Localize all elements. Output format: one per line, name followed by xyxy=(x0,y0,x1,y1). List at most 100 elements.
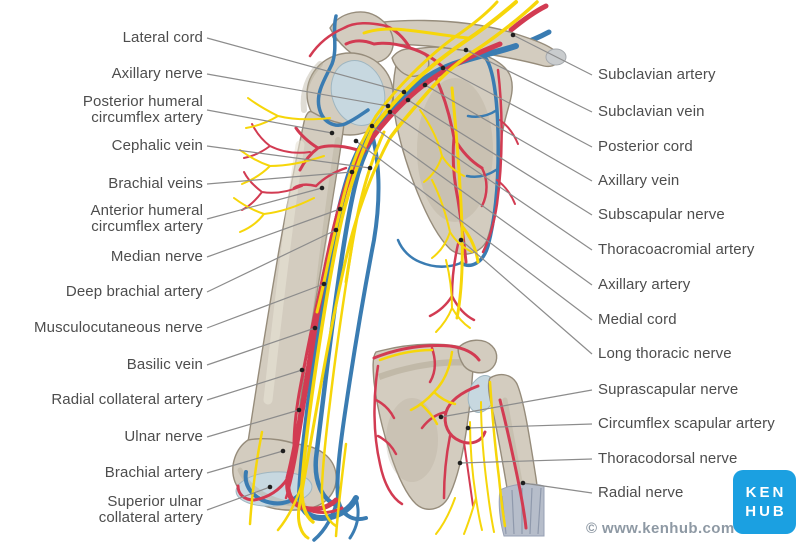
label-anterior-humeral-circumflex-artery: Anterior humeral circumflex artery xyxy=(90,202,203,235)
logo-line2: HUB xyxy=(745,503,787,520)
leader-dot-posterior-humeral-circumflex-artery xyxy=(329,130,335,136)
inset-suprascapular-nerve xyxy=(409,350,457,426)
label-medial-cord: Medial cord xyxy=(598,311,677,328)
leader-dot-thoracoacromial-artery xyxy=(387,109,393,115)
leader-dot-ulnar-nerve xyxy=(296,407,302,413)
label-basilic-vein: Basilic vein xyxy=(126,356,203,373)
posterior-cord xyxy=(388,0,539,140)
leader-dot-median-nerve xyxy=(337,206,343,212)
leader-dot-subclavian-artery xyxy=(510,32,516,38)
nerves xyxy=(233,0,539,540)
label-deep-brachial-artery: Deep brachial artery xyxy=(65,283,203,300)
logo-line1: KEN xyxy=(745,484,787,501)
posterior-humeral-circumflex-artery xyxy=(294,126,360,172)
label-thoracodorsal-nerve: Thoracodorsal nerve xyxy=(598,450,738,467)
label-brachial-veins: Brachial veins xyxy=(108,175,203,192)
label-axillary-nerve: Axillary nerve xyxy=(111,65,203,82)
label-radial-nerve: Radial nerve xyxy=(598,484,684,501)
leader-dot-subscapular-nerve xyxy=(405,97,411,103)
label-subscapular-nerve: Subscapular nerve xyxy=(598,206,725,223)
leader-radial-collateral-artery xyxy=(206,369,303,401)
leader-anterior-humeral-circumflex-artery xyxy=(206,187,323,220)
leader-subclavian-artery xyxy=(512,34,593,76)
scapular-border-artery xyxy=(481,68,503,254)
leader-dot-brachial-veins xyxy=(349,169,355,175)
leader-dot-suprascapular-nerve xyxy=(438,414,444,420)
lateral-cord xyxy=(370,0,518,132)
label-ulnar-nerve: Ulnar nerve xyxy=(124,428,203,445)
leader-median-nerve xyxy=(206,208,341,258)
label-radial-collateral-artery: Radial collateral artery xyxy=(51,391,203,408)
leader-deep-brachial-artery xyxy=(206,229,337,293)
leader-lateral-cord xyxy=(206,37,405,93)
leader-subclavian-vein xyxy=(465,49,593,113)
label-suprascapular-nerve: Suprascapular nerve xyxy=(598,381,739,398)
leader-dot-long-thoracic-nerve xyxy=(458,237,464,243)
leader-lines xyxy=(206,32,593,511)
leader-brachial-artery xyxy=(206,450,284,474)
leader-axillary-nerve xyxy=(206,73,389,107)
inset-arteries xyxy=(372,344,528,530)
leader-dot-anterior-humeral-circumflex-artery xyxy=(319,185,325,191)
label-subclavian-artery: Subclavian artery xyxy=(598,66,716,83)
label-circumflex-scapular-artery: Circumflex scapular artery xyxy=(598,415,775,432)
suprascapular-nerve-main xyxy=(362,27,470,40)
label-subclavian-vein: Subclavian vein xyxy=(598,103,705,120)
inset-illustration xyxy=(372,339,545,537)
leader-dot-radial-nerve xyxy=(520,480,526,486)
inset-radial-nerve xyxy=(488,380,507,528)
subclavian-artery-segment xyxy=(508,3,549,33)
leader-dot-brachial-artery xyxy=(280,448,286,454)
leader-dot-axillary-vein xyxy=(422,82,428,88)
watermark: © www.kenhub.com xyxy=(586,520,735,537)
inset-nerves xyxy=(378,348,507,535)
leader-dot-posterior-cord xyxy=(440,65,446,71)
medial-cord xyxy=(374,0,499,118)
leader-posterior-cord xyxy=(442,67,593,148)
leader-dot-deep-brachial-artery xyxy=(333,227,339,233)
leader-dot-superior-ulnar-collateral-artery xyxy=(267,484,273,490)
leader-dot-lateral-cord xyxy=(401,89,407,95)
label-median-nerve: Median nerve xyxy=(110,248,203,265)
inset-suprascapular-artery xyxy=(372,344,481,362)
label-cephalic-vein: Cephalic vein xyxy=(111,137,203,154)
leader-dot-basilic-vein xyxy=(312,325,318,331)
scapular-spine xyxy=(378,359,470,380)
superior-ulnar-collateral-artery xyxy=(284,298,322,500)
leader-posterior-humeral-circumflex-artery xyxy=(206,109,333,134)
leader-dot-subclavian-vein xyxy=(463,47,469,53)
anterior-humeral-circumflex-artery xyxy=(292,166,348,190)
leader-basilic-vein xyxy=(206,327,316,366)
leader-dot-radial-collateral-artery xyxy=(299,367,305,373)
leader-ulnar-nerve xyxy=(206,409,300,438)
inset-shading xyxy=(386,398,438,482)
leader-dot-axillary-artery xyxy=(369,123,375,129)
leader-dot-musculocutaneous-nerve xyxy=(321,281,327,287)
leader-cephalic-vein xyxy=(206,145,371,169)
leader-thoracodorsal-nerve xyxy=(459,458,593,464)
leader-dot-cephalic-vein xyxy=(367,165,373,171)
leader-axillary-artery xyxy=(371,125,593,286)
leader-dot-axillary-nerve xyxy=(385,103,391,109)
label-posterior-cord: Posterior cord xyxy=(598,138,693,155)
inset-humeral-artery xyxy=(498,398,528,530)
leader-long-thoracic-nerve xyxy=(460,239,593,355)
main-illustration xyxy=(232,0,567,542)
leader-brachial-veins xyxy=(206,171,353,185)
leader-dot-medial-cord xyxy=(353,138,359,144)
inset-circumflex-scapular-artery xyxy=(443,384,487,445)
scapula-shading xyxy=(417,78,493,222)
label-musculocutaneous-nerve: Musculocutaneous nerve xyxy=(34,319,203,336)
leader-musculocutaneous-nerve xyxy=(206,283,325,329)
long-thoracic-nerve xyxy=(450,86,480,320)
label-posterior-humeral-circumflex-artery: Posterior humeral circumflex artery xyxy=(82,93,203,126)
label-axillary-artery: Axillary artery xyxy=(598,276,691,293)
inset-medial-border-artery xyxy=(373,364,404,506)
humeral-head-cartilage xyxy=(330,60,386,126)
label-superior-ulnar-collateral-artery: Superior ulnar collateral artery xyxy=(98,493,203,526)
leader-circumflex-scapular-artery xyxy=(467,423,593,429)
leader-radial-nerve xyxy=(522,482,593,494)
leader-superior-ulnar-collateral-artery xyxy=(206,486,271,511)
